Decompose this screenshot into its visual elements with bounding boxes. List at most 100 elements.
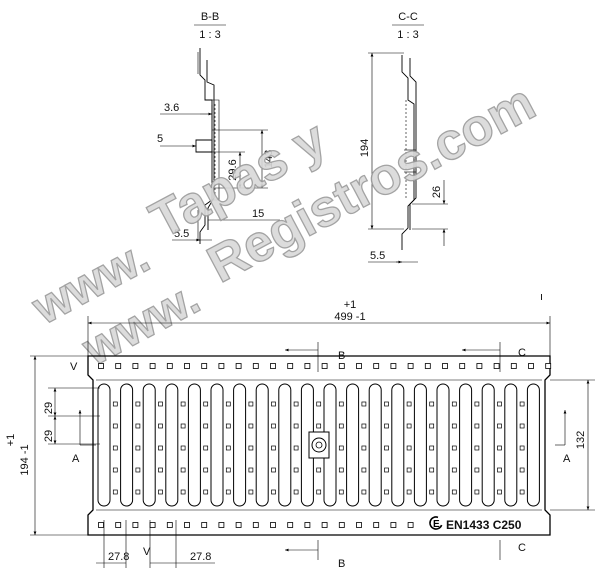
rib-hole (451, 401, 457, 407)
fixing-hole (356, 363, 362, 369)
cc-dim-5-5: 5.5 (370, 250, 385, 262)
rib-hole (519, 401, 525, 407)
rib-hole (474, 401, 480, 407)
section-bb-scale: 1 : 3 (199, 29, 220, 41)
slot (481, 383, 495, 507)
rib-hole (271, 401, 276, 407)
bb-dim-15: 15 (252, 208, 264, 220)
fixing-hole (270, 363, 276, 369)
slot (120, 383, 134, 507)
rib-hole (451, 445, 457, 451)
rib-hole (384, 401, 389, 407)
plan-height: 194 -1 (19, 444, 31, 475)
fixing-hole (184, 363, 190, 369)
plan-pitch-bottom: 29 (43, 430, 55, 442)
marker-a-left: A (72, 453, 80, 465)
fixing-hole (218, 363, 225, 369)
rib-hole (158, 423, 163, 429)
rib-hole (248, 423, 254, 429)
rib-hole (158, 467, 163, 473)
rib-hole (451, 467, 457, 473)
rib-hole (497, 445, 502, 451)
slot (233, 383, 247, 507)
plan-mark-i: ı (540, 291, 543, 303)
rib-hole (225, 445, 231, 451)
fixing-hole (115, 363, 122, 369)
rib-hole (519, 467, 525, 473)
rib-hole (203, 401, 209, 407)
fixing-hole (287, 522, 294, 528)
rib-hole (429, 445, 435, 451)
fixing-hole (235, 363, 242, 369)
fixing-hole (407, 522, 414, 528)
fixing-hole (201, 363, 208, 369)
rib-hole (293, 467, 299, 473)
fixing-hole (149, 522, 156, 528)
rib-hole (112, 467, 118, 473)
rib-hole (158, 489, 163, 495)
slot (459, 383, 473, 507)
plan-height-tolerance: +1 (5, 434, 17, 447)
svg-text:E: E (433, 519, 440, 530)
slot (210, 383, 224, 507)
rib-hole (248, 489, 254, 495)
ce-mark: E (429, 516, 443, 530)
rib-hole (406, 423, 412, 429)
rib-hole (203, 423, 209, 429)
fixing-hole (459, 363, 466, 369)
slot (165, 383, 179, 507)
marker-b-bottom: B (338, 558, 345, 570)
slot (255, 383, 269, 507)
rib-hole (361, 445, 367, 451)
rib-hole (406, 401, 412, 407)
fixing-hole (373, 363, 380, 369)
fixing-hole (338, 363, 345, 369)
fixing-hole (270, 522, 276, 528)
rib-hole (225, 401, 231, 407)
rib-hole (384, 489, 389, 495)
slot (142, 383, 156, 507)
fixing-hole (304, 522, 311, 528)
slot (391, 383, 405, 507)
rib-hole (248, 401, 254, 407)
slot (413, 383, 427, 507)
rib-hole (203, 445, 209, 451)
locking-bolt (308, 431, 330, 459)
rib-hole (361, 401, 367, 407)
rib-hole (180, 467, 186, 473)
rib-hole (519, 445, 525, 451)
rib-hole (158, 401, 163, 407)
marker-v-top: V (70, 361, 78, 373)
rib-hole (135, 445, 141, 451)
fixing-hole (407, 363, 414, 369)
rib-hole (271, 445, 276, 451)
rib-hole (112, 423, 118, 429)
bb-dim-29-6: 29.6 (227, 159, 239, 180)
fixing-hole (252, 522, 259, 528)
rib-hole (135, 489, 141, 495)
rib-hole (225, 489, 231, 495)
fixing-hole (476, 363, 483, 369)
rib-hole (429, 489, 435, 495)
plan-view: +1 499 -1 ı B B C C (5, 291, 595, 570)
fixing-hole (545, 363, 552, 369)
rib-hole (180, 401, 186, 407)
fixing-hole (321, 363, 328, 369)
rib-hole (180, 423, 186, 429)
rib-hole (361, 423, 367, 429)
rib-hole (316, 467, 322, 473)
rib-hole (135, 401, 141, 407)
rib-hole (384, 445, 389, 451)
plan-width-tolerance: +1 (344, 299, 357, 311)
rib-hole (474, 467, 480, 473)
marker-a-right: A (563, 453, 571, 465)
fixing-hole (98, 522, 104, 528)
rib-hole (112, 445, 118, 451)
fixing-hole (218, 522, 225, 528)
rib-hole (338, 445, 344, 451)
rib-hole (203, 489, 209, 495)
rib-hole (293, 423, 299, 429)
section-cc-scale: 1 : 3 (397, 29, 418, 41)
rib-hole (474, 489, 480, 495)
fixing-hole (166, 363, 173, 369)
